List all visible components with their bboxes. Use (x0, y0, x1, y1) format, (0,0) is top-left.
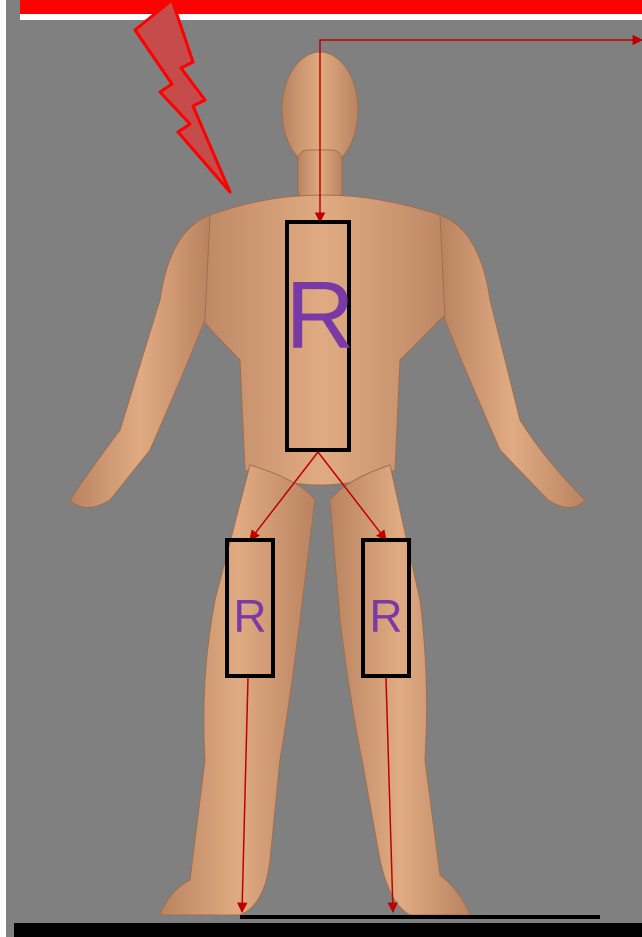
left-white-edge (0, 0, 6, 937)
bottom-black-bar (14, 923, 642, 937)
top-red-bar (20, 0, 642, 14)
top-red-bar-gap (20, 14, 642, 20)
right-leg-resistor-label: R (369, 590, 402, 642)
torso-resistor-label: R (285, 262, 354, 369)
left-leg-resistor-label: R (233, 590, 266, 642)
